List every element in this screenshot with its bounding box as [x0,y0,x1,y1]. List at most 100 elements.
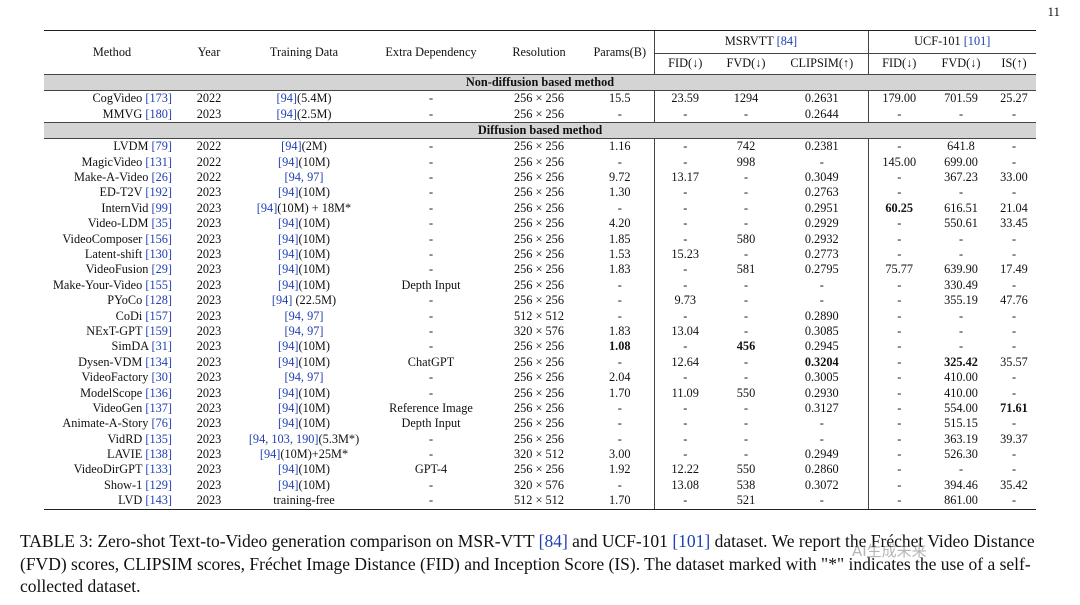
method-cite[interactable]: [192] [145,185,172,200]
resolution-cell: 256 × 256 [514,139,564,154]
fid-ucf-cell: - [867,477,930,494]
is-cell: - [1011,493,1017,508]
method-cite[interactable]: [26] [151,170,173,185]
resolution-cell: 256 × 256 [514,106,564,121]
caption-cite[interactable]: [101] [672,531,711,551]
training-data-cite[interactable]: [94] [278,262,299,277]
clipsim-cell: 0.2381 [804,139,839,154]
training-data-cell: [94](10M) [238,416,370,431]
training-data-cite[interactable]: [94, 97] [284,323,324,338]
method-cite[interactable]: [31] [151,339,173,354]
method-cite[interactable]: [128] [145,293,172,308]
method-cite[interactable]: [136] [145,385,172,400]
training-data-cite[interactable]: [94, 97] [284,370,324,385]
fvd-ucf-cell: 616.51 [944,200,978,215]
method-cell: Make-A-Video [26] [44,170,180,185]
training-data-cite[interactable]: [94, 97] [284,308,324,323]
year-cell: 2023 [196,216,222,231]
params-cell: 1.83 [586,262,655,278]
resolution-cell: 320 × 576 [514,323,564,338]
fid-msr-cell: 13.17 [671,170,700,185]
fid-ucf-cell: - [867,246,930,263]
method-cite[interactable]: [35] [151,216,173,231]
training-data-cite[interactable]: [94] [259,447,281,462]
training-data-cite[interactable]: [94, 97] [284,170,324,185]
fid-msr-cell: - [683,416,688,431]
training-data-cite[interactable]: [94] [271,293,293,308]
training-data-text: training-free [273,493,335,508]
method-cell: MagicVideo [131] [44,155,180,170]
method-name: CoDi [115,308,143,323]
method-cite[interactable]: [133] [145,462,172,477]
training-data-cite[interactable]: [94] [278,216,299,231]
training-data-cite[interactable]: [94] [278,185,299,200]
method-cite[interactable]: [29] [151,262,173,277]
training-data-cite[interactable]: [94] [278,231,299,246]
training-data-cite[interactable]: [94] [278,462,299,477]
method-cell: LAVIE [138] [44,447,180,462]
year-cell: 2023 [196,293,222,308]
training-data-cite[interactable]: [94] [278,354,299,369]
method-cite[interactable]: [173] [145,91,172,106]
clipsim-cell: - [819,431,824,446]
fvd-ucf-cell: 550.61 [944,216,978,231]
fvd-msr-cell: 550 [736,462,756,477]
fvd-ucf-cell: 330.49 [944,277,978,292]
method-cite[interactable]: [30] [151,370,173,385]
resolution-cell: 256 × 256 [514,200,564,215]
method-cite[interactable]: [138] [145,447,172,462]
method-cite[interactable]: [143] [145,493,172,508]
method-cite[interactable]: [76] [151,416,173,431]
training-data-cite[interactable]: [94, 103, 190] [248,431,319,446]
training-data-cite[interactable]: [94] [276,91,298,106]
method-cite[interactable]: [156] [145,231,172,246]
params-cell: - [586,200,655,217]
caption-cite[interactable]: [84] [538,531,568,551]
method-cite[interactable]: [159] [145,323,172,338]
method-cell: VideoComposer [156] [44,232,180,247]
method-cite[interactable]: [157] [145,308,172,323]
method-cell: MMVG [180] [44,107,180,123]
fvd-ucf-cell: 363.19 [944,431,978,446]
method-cite[interactable]: [131] [145,154,172,169]
training-data-cite[interactable]: [94] [278,477,299,492]
method-cite[interactable]: [79] [151,139,173,154]
training-data-cell: [94, 103, 190](5.3M*) [238,432,370,447]
training-data-cite[interactable]: [94] [256,200,278,215]
method-cite[interactable]: [129] [145,477,172,492]
fvd-ucf-cell: 515.15 [944,416,978,431]
training-data-cite[interactable]: [94] [278,416,299,431]
training-data-cite[interactable]: [94] [278,277,299,292]
extra-dependency-cell: ChatGPT [407,354,455,369]
is-cell: - [1011,339,1017,354]
method-cite[interactable]: [180] [145,106,172,121]
method-cite[interactable]: [130] [145,247,172,262]
training-data-cite[interactable]: [94] [278,385,299,400]
resolution-cell: 256 × 256 [514,247,564,262]
method-cite[interactable]: [137] [145,400,172,415]
year-cell: 2023 [196,323,222,338]
training-data-cite[interactable]: [94] [281,139,302,154]
table-row: PYoCo [128]2023[94] (22.5M)-256 × 256-9.… [44,293,1036,309]
training-data-cite[interactable]: [94] [276,106,298,121]
fid-ucf-cell: - [867,277,930,294]
params-cell: - [586,416,655,432]
method-cite[interactable]: [134] [145,354,172,369]
method-cite[interactable]: [135] [145,431,172,446]
method-cite[interactable]: [155] [145,277,172,292]
training-data-cite[interactable]: [94] [278,339,299,354]
training-data-cite[interactable]: [94] [278,400,299,415]
training-data-cite[interactable]: [94] [278,247,299,262]
is-cell: - [1011,308,1017,323]
watermark-logo: AI生成未来 [852,542,927,560]
fid-ucf-cell: 60.25 [867,200,930,217]
method-cite[interactable]: [99] [151,200,173,215]
training-data-cite[interactable]: [94] [278,154,299,169]
section-title: Diffusion based method [44,121,1036,140]
is-cell: - [1011,231,1017,246]
training-data-cell: [94](10M) [238,232,370,247]
page-number: 11 [1047,4,1060,19]
